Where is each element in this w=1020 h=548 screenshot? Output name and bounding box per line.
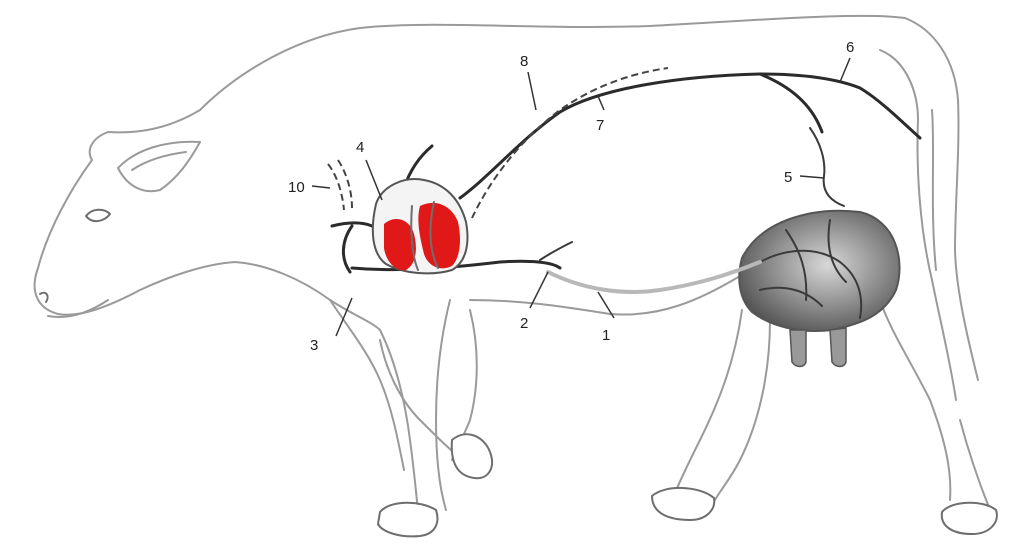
udder	[739, 211, 899, 367]
label-3: 3	[310, 337, 318, 354]
teat-front	[790, 330, 806, 367]
vessel-10	[328, 160, 352, 210]
label-4: 4	[356, 139, 364, 156]
udder-body	[739, 211, 899, 331]
label-5: 5	[784, 169, 792, 186]
dashed-vessel	[472, 68, 668, 218]
vessel-5	[860, 88, 920, 138]
label-2: 2	[520, 315, 528, 332]
vessel-6	[760, 74, 822, 132]
hoof-hind-left	[652, 488, 714, 520]
hoof-front-right	[452, 434, 492, 478]
hooves	[378, 434, 997, 536]
label-8: 8	[520, 53, 528, 70]
label-7: 7	[596, 117, 604, 134]
teat-rear	[830, 328, 846, 367]
hoof-front-left	[378, 503, 437, 537]
heart	[373, 179, 468, 273]
label-1: 1	[602, 327, 610, 344]
label-6: 6	[846, 39, 854, 56]
hoof-hind-right	[942, 503, 997, 534]
milk-vein	[548, 262, 760, 292]
aorta	[460, 74, 860, 198]
label-10: 10	[288, 179, 305, 196]
